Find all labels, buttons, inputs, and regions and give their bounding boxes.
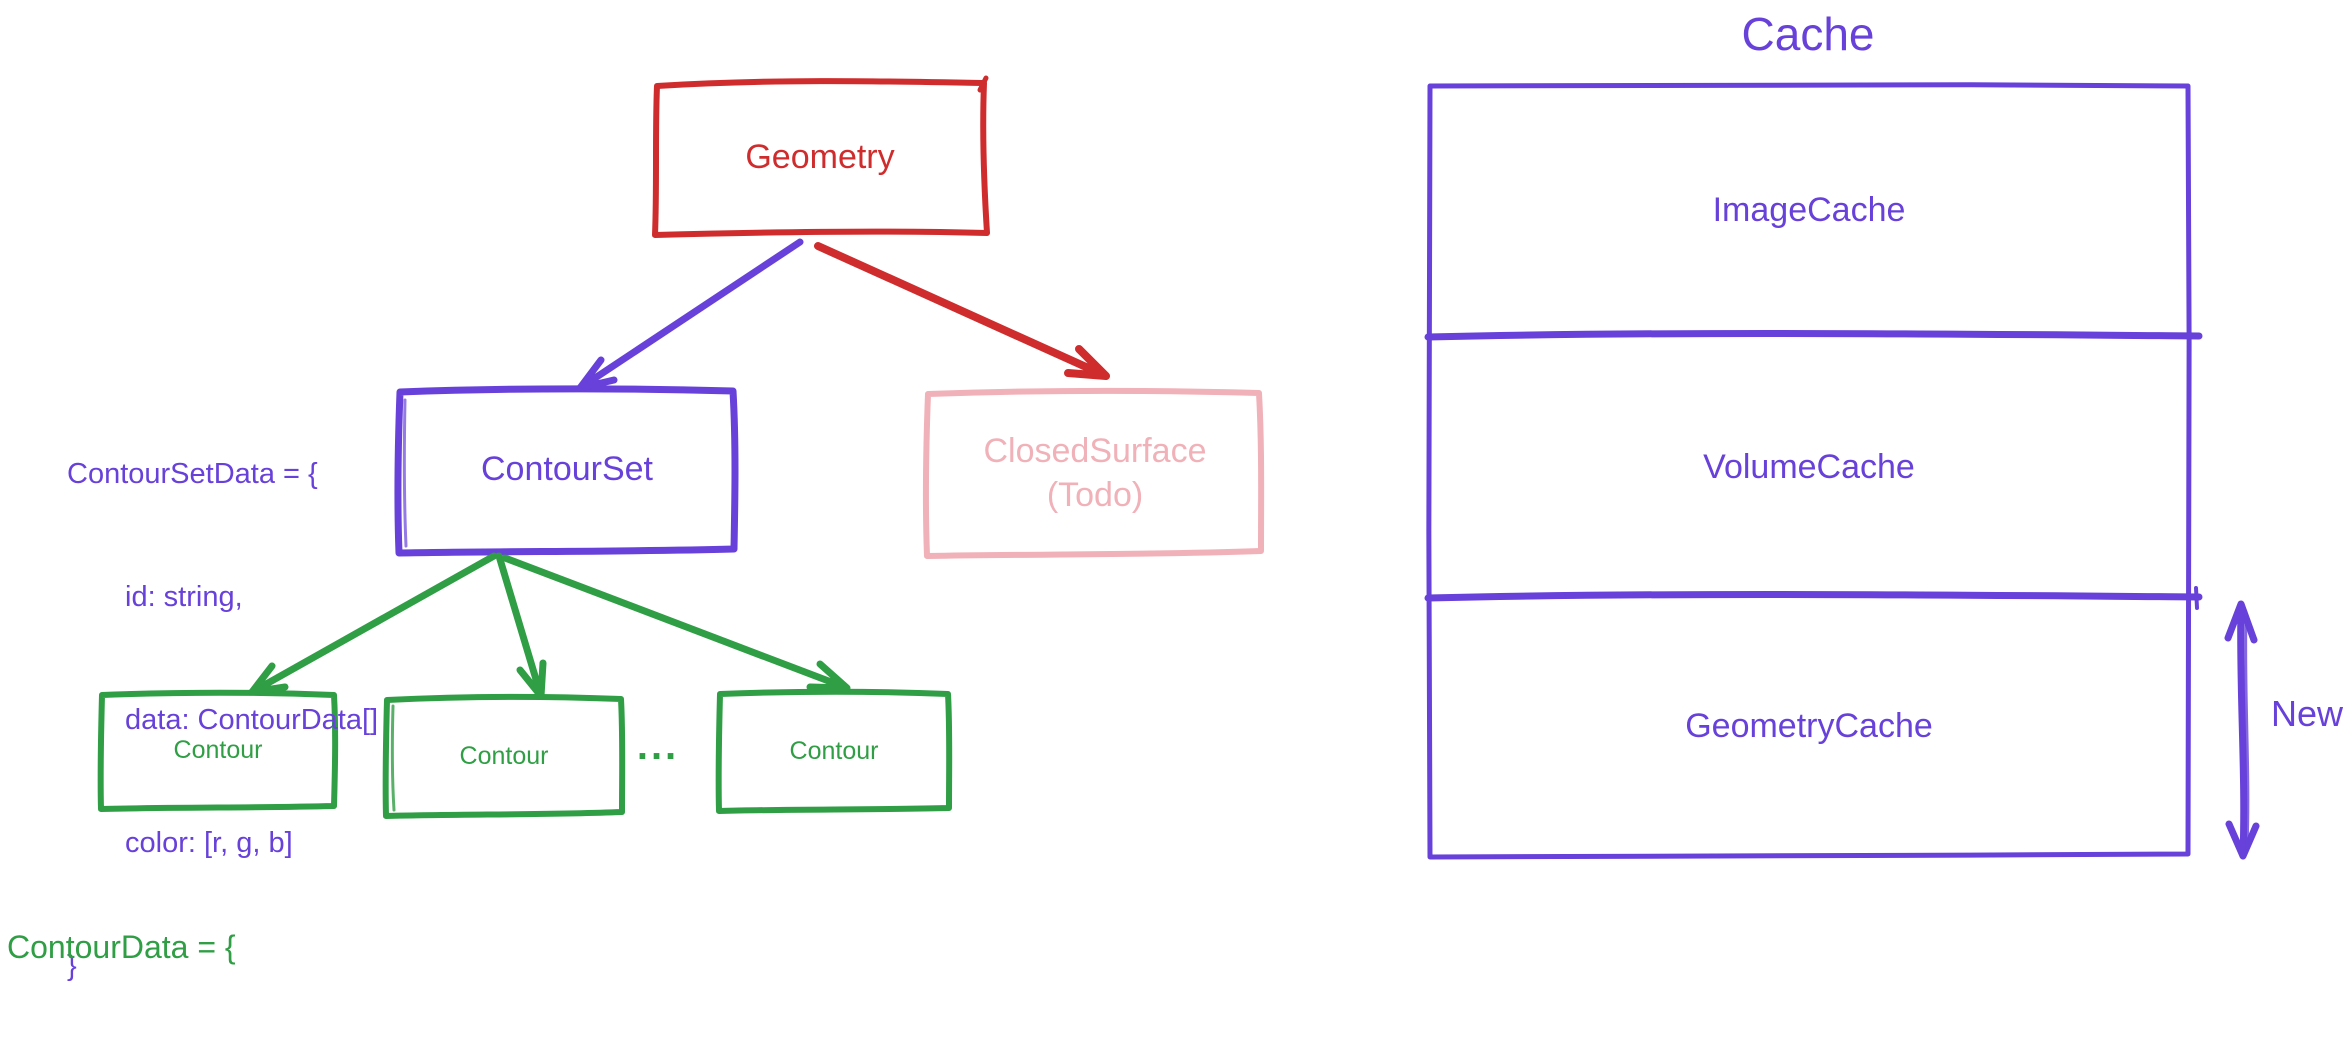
closedsurface-label-line2: (Todo) xyxy=(1046,476,1144,514)
arrow-contourset-to-contour-3 xyxy=(501,554,851,692)
contour-box-1-label: Contour xyxy=(173,736,263,764)
contourset-box-inner-stroke xyxy=(402,398,408,548)
geometry-box-corner-tick xyxy=(977,75,989,93)
closedsurface-box-label: ClosedSurface (Todo) xyxy=(925,390,1265,556)
geometry-box-outline xyxy=(652,78,990,238)
cache-divider-1 xyxy=(1424,329,2203,341)
contour-box-2-inner-stroke xyxy=(390,704,396,812)
arrow-contourset-to-contour-1 xyxy=(248,552,498,696)
arrow-geometry-to-contourset xyxy=(576,238,804,392)
cache-section-imagecache-label: ImageCache xyxy=(1712,191,1906,229)
closedsurface-box-outline xyxy=(922,387,1265,559)
arrow-geometry-to-closedsurface xyxy=(814,242,1110,380)
contourset-box-label: ContourSet xyxy=(481,450,653,488)
contourset-box-outline xyxy=(394,385,739,557)
contour-box-3-outline xyxy=(715,688,953,814)
new-range-arrow xyxy=(2224,600,2260,860)
contour-ellipsis: ... xyxy=(636,723,680,768)
contoursetdata-line-id: id: string, xyxy=(125,581,243,613)
geometry-box-label: Geometry xyxy=(745,138,895,176)
cache-divider-2 xyxy=(1424,590,2203,602)
cache-section-geometrycache-label: GeometryCache xyxy=(1685,706,1933,745)
contoursetdata-line-color: color: [r, g, b] xyxy=(125,827,293,859)
new-range-arrow-second-stroke xyxy=(2244,610,2250,850)
contourdata-line-open: ContourData = { xyxy=(7,929,236,965)
contour-box-1-outline xyxy=(97,689,339,812)
contourdata-line-points: points: Point3[ ], xyxy=(7,1052,374,1057)
cache-box-outline xyxy=(1426,82,2192,860)
contoursetdata-line-data: data: ContourData[] xyxy=(125,704,379,736)
contour-box-2-outline xyxy=(382,693,626,819)
contourdata-annotation: ContourData = { points: Point3[ ], type:… xyxy=(7,842,374,1057)
new-annotation-label: New xyxy=(2270,693,2344,734)
cache-divider-2-tick xyxy=(2194,586,2199,610)
arrow-contourset-to-contour-2 xyxy=(495,552,547,700)
cache-title: Cache xyxy=(1741,8,1875,60)
contoursetdata-line-close: } xyxy=(67,950,77,982)
cache-section-volumecache-label: VolumeCache xyxy=(1703,447,1915,486)
contoursetdata-line-open: ContourSetData = { xyxy=(67,458,318,490)
contoursetdata-annotation: ContourSetData = { id: string, data: Con… xyxy=(67,372,378,1057)
contour-box-3-label: Contour xyxy=(789,737,879,765)
closedsurface-label-line1: ClosedSurface xyxy=(983,432,1207,470)
contour-box-2-label: Contour xyxy=(459,741,549,770)
